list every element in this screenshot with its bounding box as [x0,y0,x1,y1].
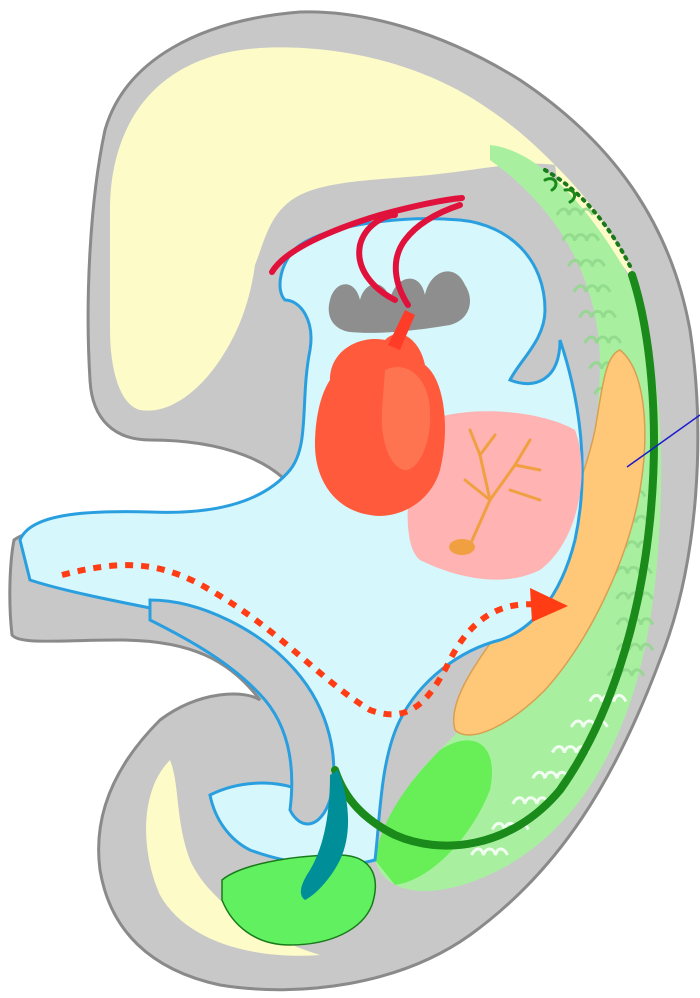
gallbladder [449,539,475,555]
